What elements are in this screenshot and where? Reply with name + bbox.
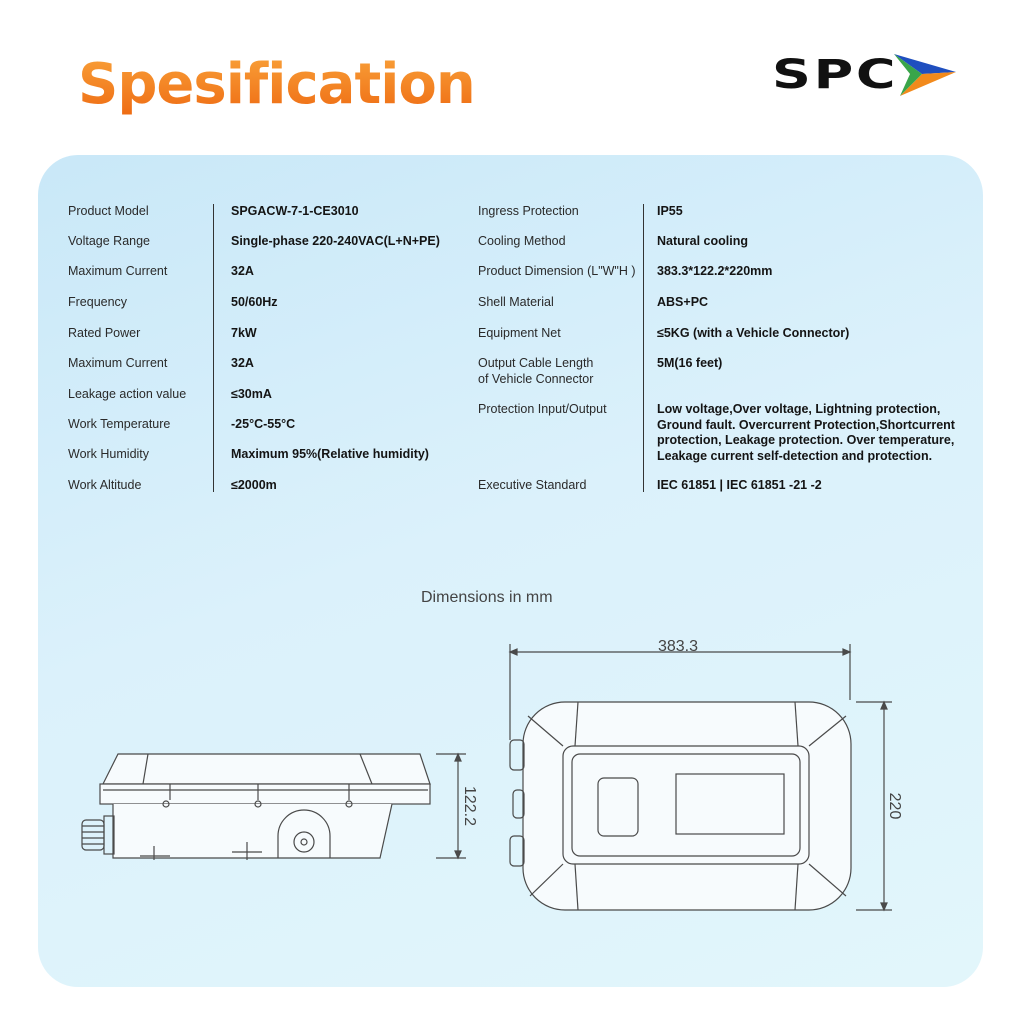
spec-value: SPGACW-7-1-CE3010 — [231, 204, 359, 218]
spec-label: Work Humidity — [68, 447, 150, 461]
spec-label: Protection Input/Output — [478, 402, 607, 416]
spec-label: Maximum Current — [68, 356, 168, 370]
spec-label: Rated Power — [68, 326, 141, 340]
side-view-drawing — [81, 752, 466, 860]
spec-label: Output Cable Length of Vehicle Connector — [478, 356, 594, 386]
spec-value: 5M(16 feet) — [657, 356, 723, 370]
spc-logo: SPC — [772, 50, 962, 102]
spec-label: Work Temperature — [68, 417, 171, 431]
spec-value: Maximum 95%(Relative humidity) — [231, 447, 429, 461]
spec-label: Cooling Method — [478, 234, 566, 248]
spec-value: ≤2000m — [231, 478, 277, 492]
height-dimension-label: 122.2 — [461, 786, 478, 826]
spec-label: Frequency — [68, 295, 128, 309]
spec-value: 50/60Hz — [231, 295, 278, 309]
spec-value: 32A — [231, 264, 254, 278]
spec-label: Work Altitude — [68, 478, 142, 492]
dimensions-title: Dimensions in mm — [421, 589, 553, 606]
spec-value: 7kW — [231, 326, 257, 340]
logo-arrow-icon — [894, 54, 956, 96]
spec-label: Shell Material — [478, 295, 554, 309]
column-divider — [643, 204, 644, 492]
spec-value: ≤30mA — [231, 387, 272, 401]
spec-value: ABS+PC — [657, 295, 709, 309]
spec-value: 32A — [231, 356, 254, 370]
spec-label: Product Dimension (L"W"H ) — [478, 264, 636, 278]
spec-label: Product Model — [68, 204, 149, 218]
length-dimension-label: 383.3 — [658, 638, 698, 655]
spec-label: Equipment Net — [478, 326, 561, 340]
width-dimension-label: 220 — [886, 793, 903, 820]
spec-label: Maximum Current — [68, 264, 168, 278]
spec-label: Executive Standard — [478, 478, 587, 492]
spec-value: 383.3*122.2*220mm — [657, 264, 773, 278]
spec-label: Ingress Protection — [478, 204, 579, 218]
spec-value: IP55 — [657, 204, 683, 218]
front-view-drawing — [508, 644, 892, 912]
logo-text: SPC — [772, 52, 899, 98]
spec-label: Voltage Range — [68, 234, 151, 248]
spec-value: -25°C-55°C — [231, 417, 296, 431]
column-divider — [213, 204, 214, 492]
spec-value: Single-phase 220-240VAC(L+N+PE) — [231, 234, 440, 248]
spec-value: Natural cooling — [657, 234, 748, 248]
spec-value: IEC 61851 | IEC 61851 -21 -2 — [657, 478, 822, 492]
spec-label: Leakage action value — [68, 387, 187, 401]
spec-value: Low voltage,Over voltage, Lightning prot… — [657, 402, 955, 463]
page-title: Spesification — [78, 52, 476, 117]
spec-value: ≤5KG (with a Vehicle Connector) — [657, 326, 850, 340]
